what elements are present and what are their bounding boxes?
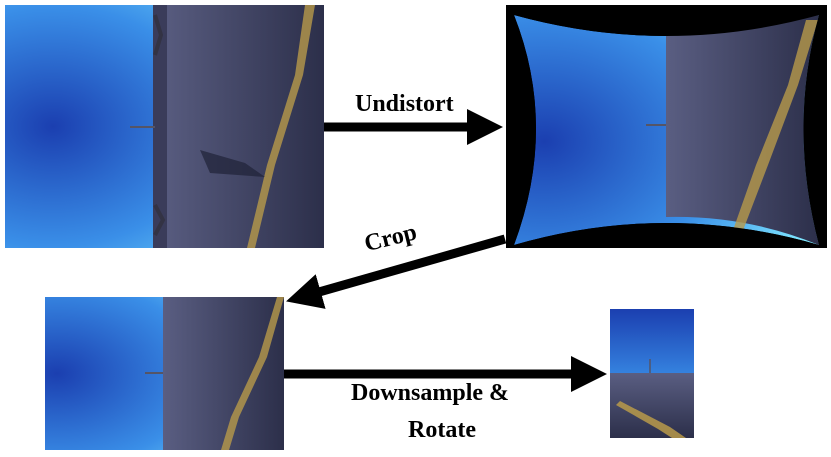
downsampled-rotated-image (610, 309, 694, 438)
original-image (5, 5, 324, 248)
downsample-label-line1: Downsample & (351, 380, 510, 406)
undistort-label: Undistort (355, 91, 454, 117)
downsample-label-line2: Rotate (408, 417, 476, 443)
crop-arrow (286, 234, 507, 309)
crop-label: Crop (361, 219, 420, 258)
undistorted-image (506, 5, 827, 248)
cropped-image (45, 297, 284, 450)
